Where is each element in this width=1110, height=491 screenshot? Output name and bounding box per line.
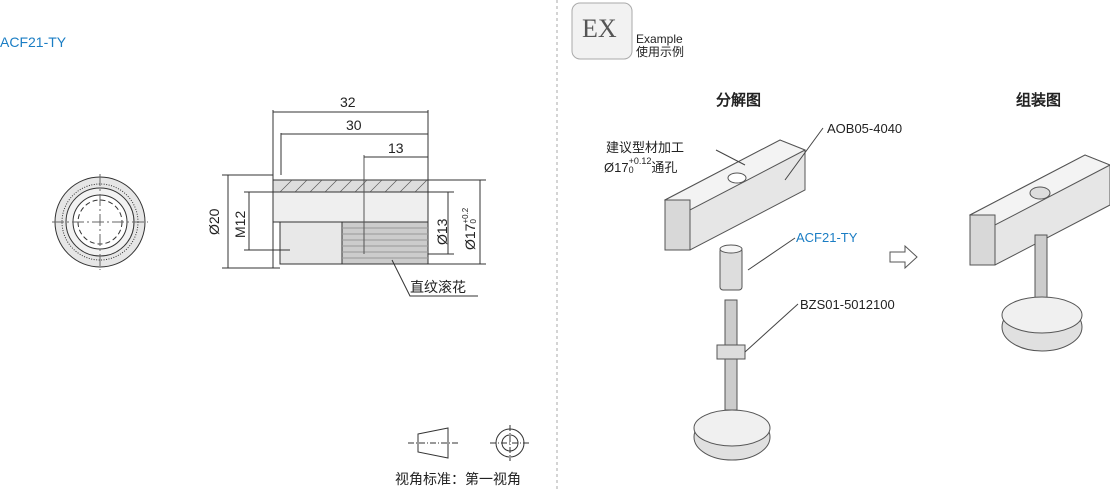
part-code-label: ACF21-TY <box>0 34 67 50</box>
dim-counterbore-depth: 13 <box>388 140 404 156</box>
callout-profile: AOB05-4040 <box>827 121 903 136</box>
dim-outer-diameter: Ø20 <box>206 208 222 235</box>
assembled-view <box>968 154 1110 352</box>
assembled-view-title: 组装图 <box>1016 92 1062 109</box>
dim-counterbore-diameter: Ø13 <box>434 218 450 245</box>
exploded-view-title: 分解图 <box>716 92 762 109</box>
dim-body-length: 30 <box>346 117 362 133</box>
example-badge <box>571 2 633 60</box>
arrow-right-icon <box>889 244 918 270</box>
callout-foot: BZS01-5012100 <box>800 297 895 312</box>
first-angle-projection-icon <box>408 425 530 461</box>
knurl-note: 直纹滚花 <box>410 279 466 295</box>
example-title: Example 使用示例 <box>636 32 685 59</box>
dim-thread: M12 <box>232 210 248 238</box>
exploded-view <box>663 127 918 461</box>
callout-part: ACF21-TY <box>796 230 858 245</box>
dim-overall-length: 32 <box>340 94 356 110</box>
projection-label: 视角标准：第一视角 <box>395 471 521 487</box>
example-badge-text: EX <box>582 14 617 43</box>
callout-machining: 建议型材加工 <box>606 140 685 155</box>
front-view <box>52 174 148 270</box>
side-view <box>222 110 486 297</box>
